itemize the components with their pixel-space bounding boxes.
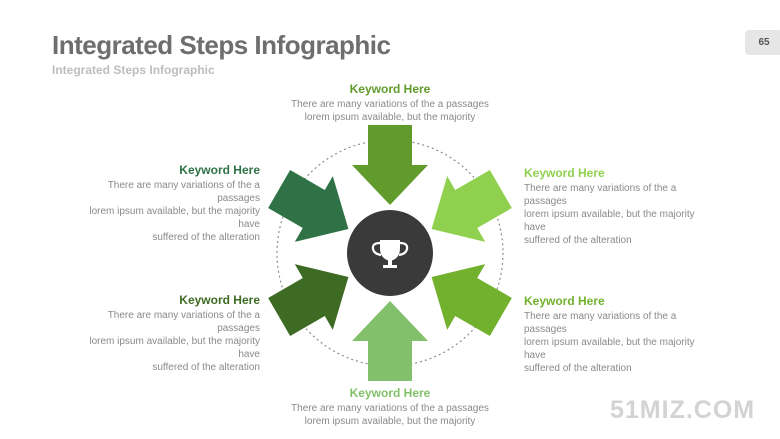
step-upper-right-description: There are many variations of the a passa… [524, 183, 695, 246]
page-number: 65 [745, 30, 780, 55]
arrow-top [352, 125, 428, 205]
arrow-upper-right [431, 169, 512, 242]
step-bottom-keyword: Keyword Here [349, 386, 431, 400]
step-bottom-text: Keyword Here There are many variations o… [290, 386, 490, 428]
step-upper-left-keyword: Keyword Here [179, 163, 260, 177]
trophy-icon [371, 240, 409, 268]
step-upper-left-description: There are many variations of the a passa… [89, 180, 260, 243]
arrow-lower-left [268, 264, 349, 337]
arrow-lower-right [431, 264, 512, 337]
step-top-text: Keyword Here There are many variations o… [290, 82, 490, 124]
step-lower-right-description: There are many variations of the a passa… [524, 311, 695, 374]
slide-title: Integrated Steps Infographic [52, 30, 391, 60]
step-lower-left-description: There are many variations of the a passa… [89, 310, 260, 373]
step-bottom-description: There are many variations of the a passa… [291, 403, 489, 427]
arrow-bottom [352, 301, 428, 381]
arrow-upper-left [268, 169, 349, 242]
step-lower-left-keyword: Keyword Here [179, 293, 260, 307]
step-upper-right-keyword: Keyword Here [524, 166, 605, 180]
step-lower-right-text: Keyword Here There are many variations o… [524, 294, 719, 375]
step-top-description: There are many variations of the a passa… [291, 99, 489, 123]
step-lower-right-keyword: Keyword Here [524, 294, 605, 308]
step-upper-left-text: Keyword Here There are many variations o… [70, 163, 260, 244]
watermark: 51MIZ.COM [610, 396, 756, 424]
arrows-group [268, 125, 512, 381]
slide-subtitle: Integrated Steps Infographic [52, 63, 215, 77]
step-upper-right-text: Keyword Here There are many variations o… [524, 166, 719, 247]
step-top-keyword: Keyword Here [349, 82, 431, 96]
step-lower-left-text: Keyword Here There are many variations o… [70, 293, 260, 374]
